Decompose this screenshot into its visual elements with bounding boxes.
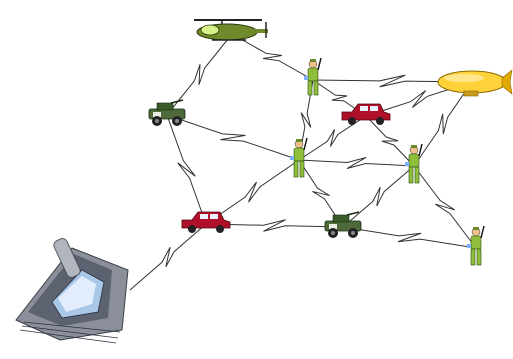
wireless-link-helicopter-humvee-left xyxy=(167,34,232,115)
soldier-icon xyxy=(290,138,307,177)
soldier-icon xyxy=(467,226,484,265)
wireless-link-humvee-left-red-suv-bottom xyxy=(167,115,206,224)
wireless-link-humvee-left-soldier-center xyxy=(167,115,299,160)
military-vehicle-icon xyxy=(149,100,185,126)
wireless-link-helicopter-soldier-top xyxy=(232,34,313,80)
wireless-link-soldier-right-soldier-far-right xyxy=(414,166,476,248)
wireless-link-soldier-center-soldier-right xyxy=(299,157,414,168)
wireless-link-soldier-right-humvee-bottom xyxy=(343,166,414,227)
wireless-link-humvee-bottom-soldier-far-right xyxy=(343,227,476,248)
blimp-icon xyxy=(438,70,512,96)
wireless-link-red-suv-bottom-communicator-device xyxy=(130,224,206,290)
soldier-icon xyxy=(304,58,321,95)
red-suv-icon xyxy=(342,104,390,125)
wireless-link-red-suv-top-soldier-right xyxy=(366,116,414,166)
soldier-icon xyxy=(405,144,422,183)
red-suv-icon xyxy=(182,212,230,233)
helicopter-icon xyxy=(194,20,268,40)
handheld-communicator-icon xyxy=(16,237,128,343)
